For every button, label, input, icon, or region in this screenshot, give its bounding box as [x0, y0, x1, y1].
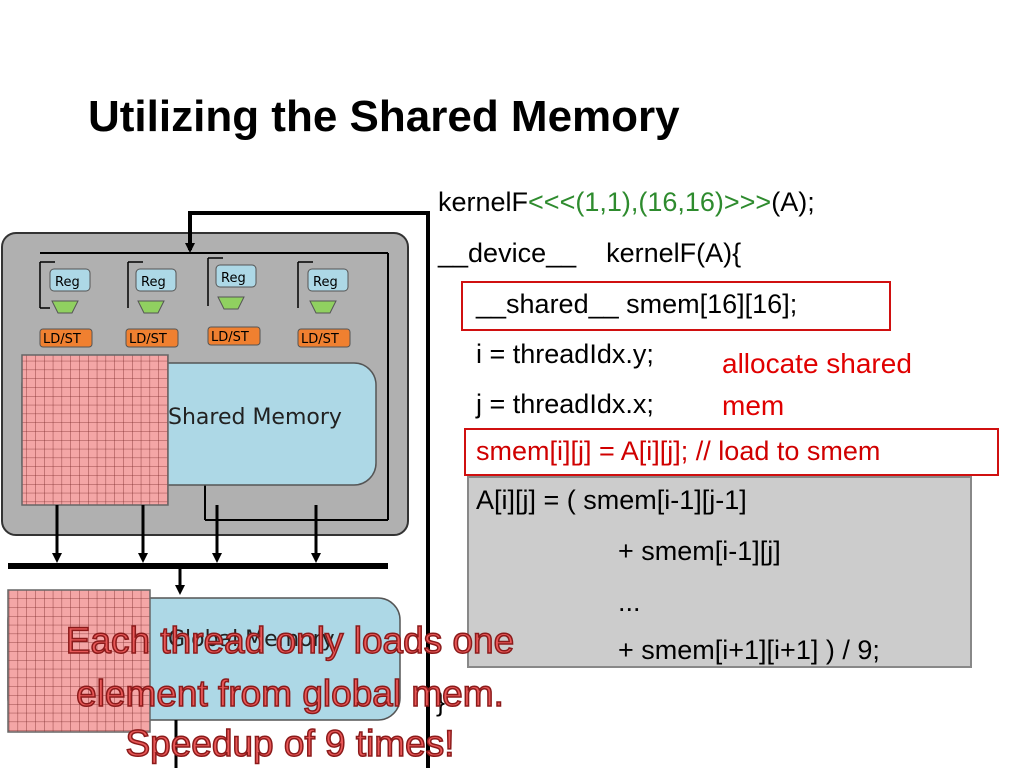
- svg-text:LD/ST: LD/ST: [211, 330, 249, 345]
- overlay-line-2: element from global mem.: [75, 672, 504, 715]
- code-line-2: __device__ kernelF(A){: [438, 238, 742, 268]
- svg-text:LD/ST: LD/ST: [43, 332, 81, 347]
- code-line-3: __shared__ smem[16][16];: [476, 289, 798, 319]
- thread-unit-1: Reg LD/ST: [39, 261, 93, 348]
- svg-text:LD/ST: LD/ST: [301, 332, 339, 347]
- code-line-8: + smem[i-1][j]: [618, 536, 781, 566]
- load-smem-highlight: [464, 428, 999, 476]
- thread-unit-4: Reg LD/ST: [297, 261, 351, 348]
- code-line-6: smem[i][j] = A[i][j]; // load to smem: [476, 436, 881, 466]
- svg-text:Reg: Reg: [221, 271, 246, 286]
- svg-text:Reg: Reg: [313, 275, 338, 290]
- memory-bus: [8, 563, 388, 569]
- global-memory-tile: [7, 589, 151, 733]
- global-memory-label: Global Memory: [168, 627, 335, 652]
- page-title: Utilizing the Shared Memory: [88, 92, 680, 141]
- shared-decl-highlight: [461, 281, 891, 331]
- shared-memory-label: Shared Memory: [168, 405, 342, 430]
- shared-memory-tile: [21, 354, 169, 506]
- code-line-1: kernelF<<<(1,1),(16,16)>>>(A);: [438, 187, 815, 217]
- overlay-line-1: Each thread only loads one: [65, 619, 515, 662]
- code-line-7: A[i][j] = ( smem[i-1][j-1]: [476, 485, 747, 515]
- annotation-line-2: mem: [722, 390, 785, 421]
- code-line-5: j = threadIdx.x;: [476, 389, 654, 419]
- svg-text:Reg: Reg: [141, 275, 166, 290]
- thread-unit-3: Reg LD/ST: [207, 257, 261, 346]
- code-line-10: + smem[i+1][i+1] ) / 9;: [618, 635, 880, 665]
- code-line-4: i = threadIdx.y;: [476, 339, 654, 369]
- svg-text:LD/ST: LD/ST: [129, 332, 167, 347]
- code-highlight-box: [467, 476, 972, 668]
- overlay-line-3: Speedup of 9 times!: [125, 722, 456, 765]
- code-line-11: }: [436, 687, 446, 717]
- code-line-9: ...: [618, 587, 641, 617]
- annotation-line-1: allocate shared: [722, 348, 912, 379]
- thread-unit-2: Reg LD/ST: [125, 261, 179, 348]
- svg-text:Reg: Reg: [55, 275, 80, 290]
